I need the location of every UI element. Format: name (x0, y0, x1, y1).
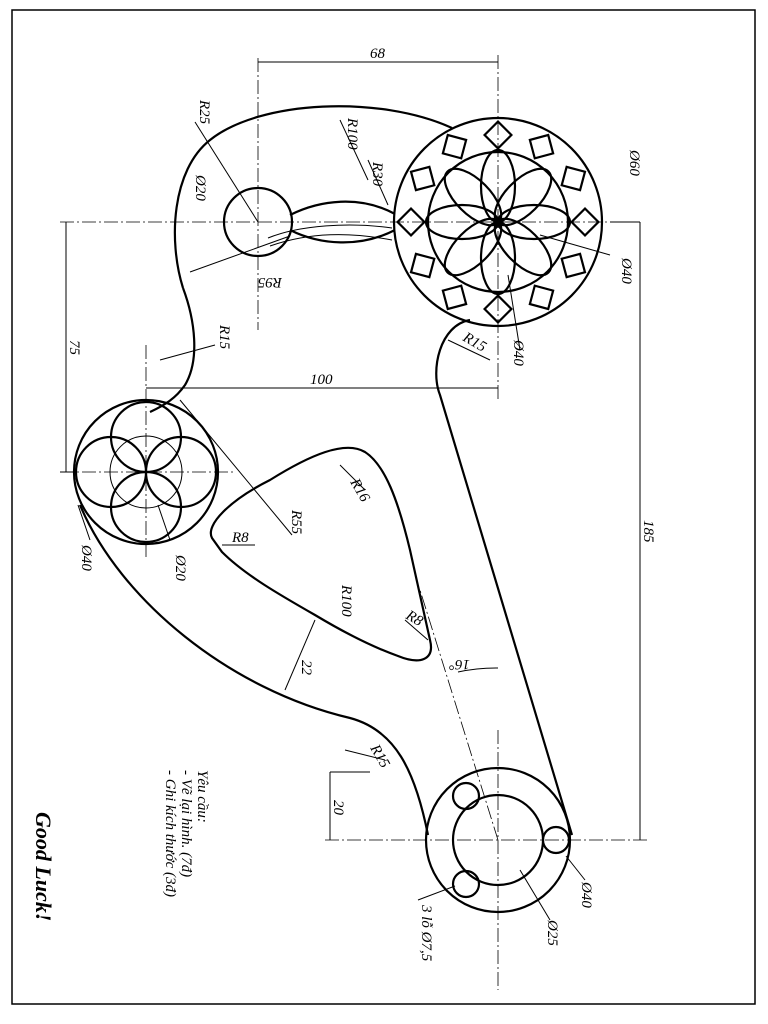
dim-r16: R16 (346, 475, 373, 505)
ring-square (560, 252, 587, 279)
dim-r8-right: R8 (402, 607, 426, 630)
ring-square (483, 120, 513, 150)
drawing-frame (11, 9, 756, 1005)
lens-connectors (267, 200, 396, 247)
ring-square (409, 252, 436, 279)
dim-d20-left: Ø20 (172, 554, 188, 581)
ring-square (441, 284, 468, 311)
dim-68: 68 (370, 46, 386, 62)
dim-d20-top: Ø20 (192, 174, 208, 201)
ring-square (528, 133, 555, 160)
dim-holes: 3 lỗ Ø7,5 (418, 904, 434, 962)
ring-square (560, 165, 587, 192)
dim-d40-inner: Ø40 (510, 339, 526, 366)
dim-100: 100 (310, 372, 333, 388)
dim-d25: Ø25 (544, 919, 560, 946)
bottom-boss (424, 766, 572, 914)
good-luck-text: Good Luck! (31, 812, 56, 921)
dim-r30: R30 (369, 161, 385, 187)
dim-d40-bottom: Ø40 (578, 881, 594, 908)
dimension-labels: 68 100 75 185 20 22 R25 R100 R30 Ø60 Ø20… (66, 46, 656, 962)
dim-d40-left: Ø40 (78, 544, 94, 571)
dim-22: 22 (298, 660, 314, 676)
requirements-note: Yêu cầu: - Vẽ lại hình. (7đ) - Ghi kích … (162, 770, 210, 897)
ring-square (409, 165, 436, 192)
note-line2: - Ghi kích thước (3đ) (162, 770, 178, 897)
dim-r100-top: R100 (344, 117, 360, 150)
ring-square (441, 133, 468, 160)
top-left-hole (222, 186, 294, 258)
dim-r55: R55 (288, 509, 304, 535)
ring-square (570, 207, 600, 237)
inner-slot (209, 446, 433, 662)
dim-r15-right: R15 (459, 329, 489, 356)
dim-r15-left: R15 (216, 324, 232, 350)
dim-185: 185 (640, 520, 656, 543)
ring-square (396, 207, 426, 237)
dim-d60: Ø60 (626, 149, 642, 176)
dim-75: 75 (66, 340, 82, 356)
dim-r25: R25 (196, 99, 212, 125)
dim-20: 20 (330, 800, 346, 816)
dim-r8-left: R8 (231, 530, 249, 546)
ring-square (483, 294, 513, 324)
dim-r100-mid: R100 (338, 584, 354, 617)
note-title: Yêu cầu: (194, 770, 210, 823)
top-right-boss (392, 116, 604, 328)
outer-contour (78, 105, 574, 836)
dimension-lines (60, 61, 641, 921)
dim-d40-right: Ø40 (618, 257, 634, 284)
dim-angle16: 16° (449, 656, 470, 672)
note-line1: - Vẽ lại hình. (7đ) (178, 770, 194, 877)
ring-square (528, 284, 555, 311)
center-lines (60, 55, 650, 990)
dim-r95: R95 (257, 274, 283, 290)
